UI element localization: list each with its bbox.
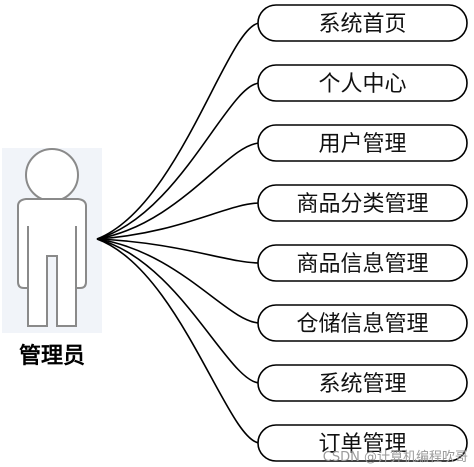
use-case-oval [257, 64, 468, 102]
use-case-label: 系统首页 [318, 12, 406, 37]
use-case-label: 仓储信息管理 [296, 312, 428, 337]
watermark: CSDN @计算机编程吹哥 [323, 450, 468, 465]
use-case: 商品分类管理 [257, 184, 468, 222]
association-line [96, 82, 261, 240]
use-case: 系统首页 [257, 4, 468, 42]
use-case-oval [257, 4, 468, 42]
person-body-icon [17, 198, 87, 327]
use-case: 商品信息管理 [257, 244, 468, 282]
association-line [96, 238, 261, 444]
use-case-oval [257, 184, 468, 222]
actor-figure [2, 148, 102, 333]
use-case: 仓储信息管理 [257, 304, 468, 342]
use-case-oval [257, 304, 468, 342]
use-case-label: 商品信息管理 [296, 252, 428, 277]
association-line [96, 142, 261, 240]
use-case-oval [257, 424, 468, 462]
person-head-icon [25, 148, 79, 202]
actor-label: 管理员 [19, 343, 85, 369]
use-case-label: 商品分类管理 [296, 192, 428, 217]
use-case: 系统管理 [257, 364, 468, 402]
use-case-oval [257, 244, 468, 282]
use-case-oval [257, 364, 468, 402]
use-case: 订单管理 [257, 424, 468, 462]
use-case-oval [257, 124, 468, 162]
association-line [96, 238, 261, 324]
use-case-label: 订单管理 [318, 432, 406, 457]
association-line [96, 238, 261, 384]
use-case-label: 个人中心 [318, 72, 406, 97]
use-case: 用户管理 [257, 124, 468, 162]
use-case-label: 用户管理 [318, 132, 406, 157]
use-case: 个人中心 [257, 64, 468, 102]
association-line [96, 238, 261, 264]
association-line [96, 202, 261, 240]
association-lines [96, 22, 261, 444]
use-case-label: 系统管理 [318, 372, 406, 397]
association-line [96, 22, 261, 240]
